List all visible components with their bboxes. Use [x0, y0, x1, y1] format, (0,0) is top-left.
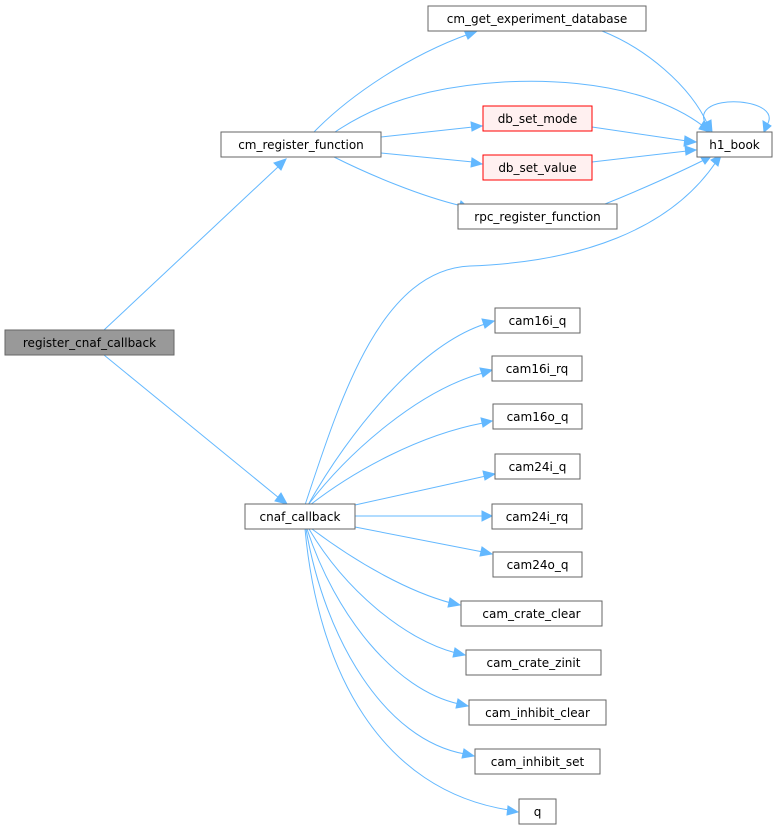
edge-cnaf-callback-to-q	[304, 528, 510, 811]
edge-cm-register-to-cm-get-db	[313, 33, 470, 133]
node-register-cnaf-callback[interactable]: register_cnaf_callback	[4, 329, 175, 356]
edge-register-to-cnaf-callback	[103, 354, 280, 499]
node-cam16i-rq[interactable]: cam16i_rq	[491, 355, 583, 382]
node-cam-inhibit-clear[interactable]: cam_inhibit_clear	[468, 699, 607, 726]
arrowhead	[470, 157, 484, 168]
node-cam-crate-clear[interactable]: cam_crate_clear	[460, 600, 603, 627]
edge-db-set-value-to-h1-book	[591, 150, 688, 163]
node-rpc-register-function[interactable]: rpc_register_function	[457, 203, 618, 230]
arrowhead	[683, 135, 698, 147]
arrowhead	[506, 805, 520, 816]
node-q[interactable]: q	[518, 798, 557, 825]
node-cam-crate-zinit[interactable]: cam_crate_zinit	[465, 649, 602, 676]
arrowhead	[482, 470, 497, 481]
arrowhead	[762, 120, 772, 134]
edge-db-set-mode-to-h1-book	[591, 126, 688, 142]
edge-cnaf-callback-to-cam-crate-clear	[311, 528, 452, 604]
node-label: db_set_mode	[498, 112, 578, 126]
node-label: h1_book	[709, 138, 760, 152]
arrowhead	[452, 647, 467, 658]
edge-cnaf-callback-to-cam16o-q	[309, 422, 484, 506]
edge-register-to-cm-register	[103, 165, 280, 331]
arrowhead	[461, 748, 476, 759]
arrowhead	[480, 417, 494, 428]
arrowhead	[481, 510, 494, 522]
node-db-set-value[interactable]: db_set_value	[482, 154, 593, 181]
arrowhead	[479, 546, 494, 557]
node-label: db_set_value	[498, 161, 576, 175]
edges	[103, 29, 772, 816]
arrowhead	[481, 318, 496, 329]
node-label: cam_crate_clear	[482, 607, 580, 621]
edge-cnaf-callback-to-cam16i-rq	[307, 372, 484, 506]
node-label: q	[534, 805, 542, 819]
node-label: cam24o_q	[507, 558, 569, 572]
arrowhead	[274, 492, 288, 505]
node-cam24i-rq[interactable]: cam24i_rq	[491, 503, 583, 530]
edge-cnaf-callback-to-cam-inhibit-clear	[306, 528, 460, 705]
nodes: register_cnaf_callback cm_register_funct…	[4, 5, 773, 825]
node-label: cam24i_rq	[506, 510, 569, 524]
edge-cnaf-callback-to-cam24i-q	[354, 475, 487, 506]
arrowhead	[447, 597, 462, 608]
arrowhead	[273, 158, 287, 171]
node-cm-register-function[interactable]: cm_register_function	[220, 131, 382, 158]
node-label: cam_crate_zinit	[487, 656, 581, 670]
node-label: cam16i_rq	[506, 362, 569, 376]
node-db-set-mode[interactable]: db_set_mode	[482, 105, 593, 132]
node-label: cam16o_q	[507, 410, 569, 424]
node-label: cam24i_q	[509, 460, 567, 474]
node-cm-get-experiment-database[interactable]: cm_get_experiment_database	[427, 5, 647, 32]
node-h1-book[interactable]: h1_book	[696, 131, 773, 158]
arrowhead	[470, 121, 484, 132]
node-cam-inhibit-set[interactable]: cam_inhibit_set	[474, 748, 601, 775]
node-label: cnaf_callback	[260, 510, 341, 524]
node-label: cam_inhibit_set	[491, 755, 585, 769]
edge-cm-register-to-db-set-mode	[380, 126, 474, 138]
edge-h1-book-self-loop	[703, 101, 770, 133]
node-label: cm_register_function	[238, 138, 364, 152]
node-label: rpc_register_function	[474, 210, 600, 224]
node-label: cm_get_experiment_database	[447, 12, 628, 26]
edge-cnaf-callback-to-cam-inhibit-set	[305, 528, 466, 755]
edge-cm-register-to-h1-book-arc	[334, 80, 704, 133]
arrowhead	[684, 145, 698, 156]
node-label: register_cnaf_callback	[23, 336, 156, 350]
edge-cm-register-to-rpc-register	[333, 156, 463, 207]
arrowhead	[479, 367, 494, 378]
node-cam24o-q[interactable]: cam24o_q	[492, 551, 583, 578]
edge-cm-register-to-db-set-value	[380, 152, 474, 163]
edge-cnaf-callback-to-cam-crate-zinit	[308, 528, 457, 654]
node-label: cam16i_q	[509, 314, 567, 328]
edge-cm-get-db-to-h1-book	[601, 30, 709, 126]
arrowhead	[455, 698, 470, 709]
edge-cnaf-callback-to-cam24o-q	[354, 526, 484, 553]
node-cam16i-q[interactable]: cam16i_q	[494, 307, 581, 334]
node-cnaf-callback[interactable]: cnaf_callback	[244, 503, 356, 530]
edge-cnaf-callback-to-cam16i-q	[307, 323, 486, 506]
node-cam24i-q[interactable]: cam24i_q	[494, 453, 581, 480]
node-label: cam_inhibit_clear	[485, 706, 590, 720]
edge-rpc-register-to-h1-book	[604, 159, 705, 205]
edge-cnaf-callback-to-h1-book	[304, 161, 717, 506]
node-cam16o-q[interactable]: cam16o_q	[492, 403, 583, 430]
